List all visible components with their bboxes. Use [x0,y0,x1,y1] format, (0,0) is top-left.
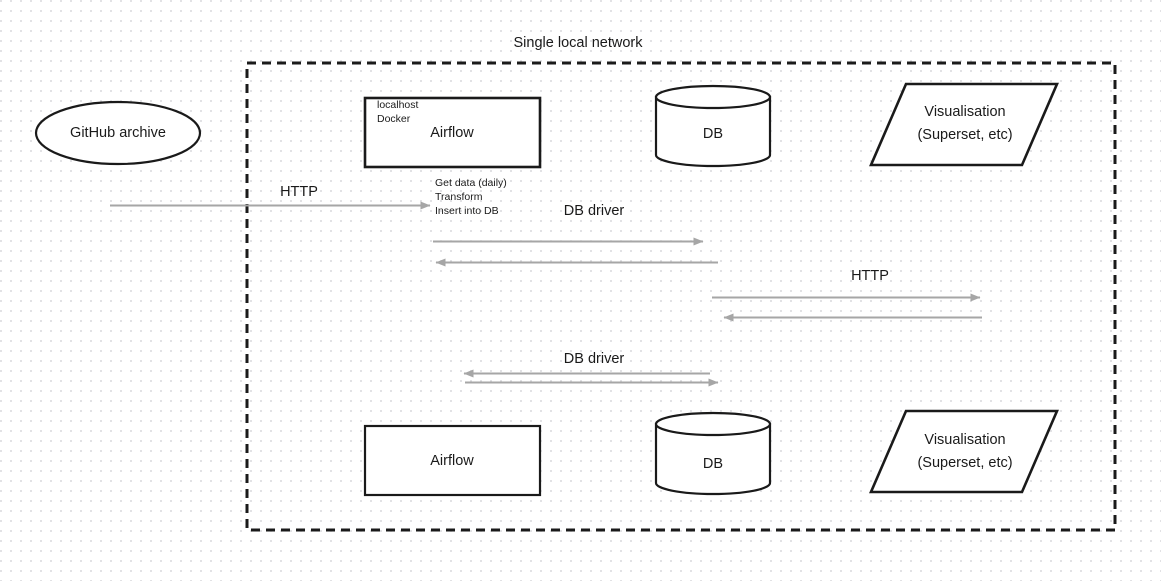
github-archive-label: GitHub archive [70,125,166,141]
db-top-label: DB [702,126,724,142]
edge-label-dbdriver-lower: DB driver [563,351,625,367]
airflow-bottom-label: Airflow [430,453,474,469]
visualisation-top-label-line1: Visualisation [924,104,1006,120]
visualisation-top-label-line2: (Superset, etc) [917,127,1013,143]
pipeline-step-insert-into-db: Insert into DB [435,205,499,217]
edge-label-http-left: HTTP [280,184,318,200]
pipeline-step-get-data: Get data (daily) [435,177,507,189]
db-bottom-label: DB [702,456,724,472]
visualisation-bottom-shape[interactable] [869,409,1059,494]
airflow-top-tag-localhost: localhost [377,99,419,111]
pipeline-step-transform: Transform [435,191,483,203]
airflow-top-tag-docker: Docker [377,113,411,125]
airflow-top-label: Airflow [430,125,474,141]
visualisation-top-shape[interactable] [869,82,1059,167]
diagram-title: Single local network [513,35,643,51]
edge-label-http-right: HTTP [851,268,889,284]
edge-label-dbdriver-upper: DB driver [563,203,625,219]
db-bottom-shape[interactable] [654,411,772,496]
visualisation-bottom-label-line1: Visualisation [924,432,1006,448]
visualisation-bottom-label-line2: (Superset, etc) [917,455,1013,471]
